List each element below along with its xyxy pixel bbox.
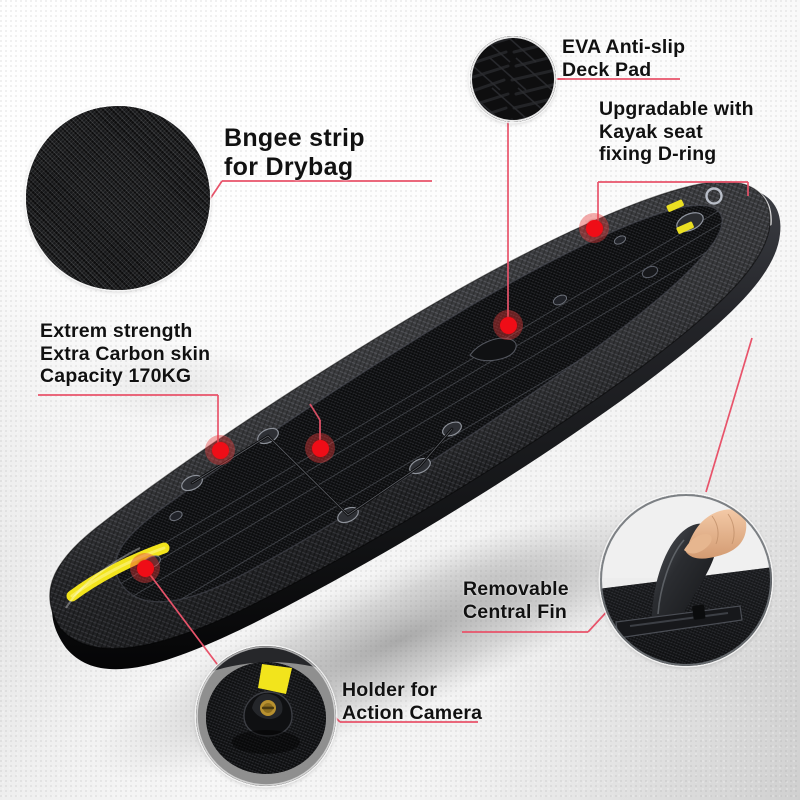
d-ring bbox=[705, 187, 723, 205]
callout-label-central-fin: Removable Central Fin bbox=[463, 578, 569, 623]
marker-eva[interactable] bbox=[493, 310, 523, 340]
marker-camera[interactable] bbox=[130, 553, 160, 583]
inset-drybag-bungee bbox=[26, 106, 210, 290]
callout-label-action-camera: Holder for Action Camera bbox=[342, 679, 483, 724]
camera-mount-photo bbox=[196, 646, 336, 786]
tail-fittings bbox=[641, 187, 723, 279]
callout-label-bungee-strip: Bngee strip for Drybag bbox=[224, 124, 365, 181]
bungee-cargo-system bbox=[181, 421, 462, 524]
marker-carbon[interactable] bbox=[205, 435, 235, 465]
callout-label-carbon-strength: Extrem strength Extra Carbon skin Capaci… bbox=[40, 320, 211, 388]
inset-eva-pad bbox=[470, 36, 556, 122]
marker-dring[interactable] bbox=[579, 213, 609, 243]
marker-drybag[interactable] bbox=[305, 433, 335, 463]
fin-hand-photo bbox=[600, 494, 772, 666]
inset-central-fin bbox=[600, 494, 772, 666]
callout-label-eva-deck-pad: EVA Anti-slip Deck Pad bbox=[562, 36, 686, 81]
inset-action-camera-mount bbox=[196, 646, 336, 786]
callout-label-kayak-dring: Upgradable with Kayak seat fixing D-ring bbox=[599, 98, 754, 166]
eva-pad-texture-photo bbox=[470, 36, 556, 122]
carry-handle bbox=[469, 337, 517, 362]
